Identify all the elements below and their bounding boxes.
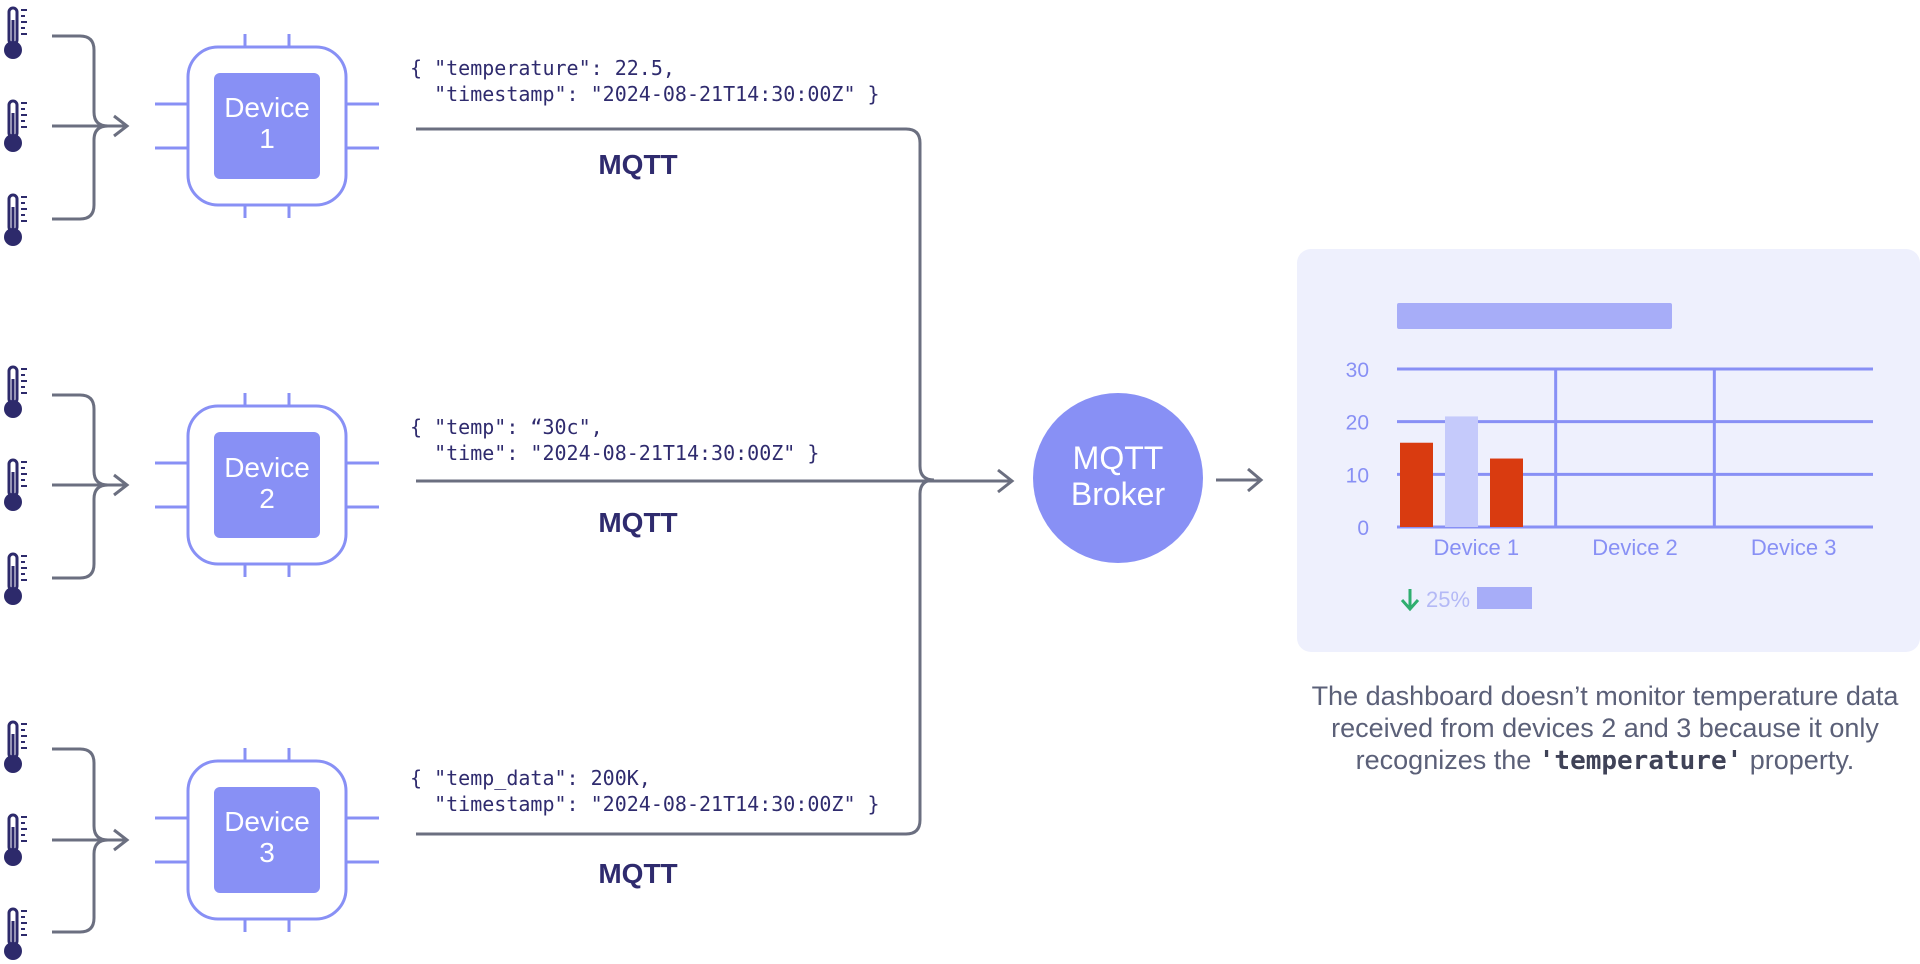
dashboard-background [1297,249,1920,652]
broker-circle [1033,393,1203,563]
device-1-label-line1: Device [224,92,310,123]
y-tick-label: 0 [1357,517,1369,540]
x-category-label: Device 2 [1592,535,1678,560]
sensor-group-1 [2,6,130,248]
device-1-label-line2: 1 [259,123,275,154]
device-3-payload-line2: "timestamp": "2024-08-21T14:30:00Z" } [410,792,880,816]
device-3-group: Device 3 { "temp_data": 200K, "timestamp… [2,720,880,962]
broker-label-line1: MQTT [1073,440,1164,476]
mqtt-connections [416,127,1015,836]
trend-placeholder-bar [1477,587,1532,609]
caption-text-end: property. [1742,745,1855,775]
arrow-right-icon [113,828,130,852]
chart-bar [1445,416,1478,527]
arrow-right-icon [113,114,130,138]
device-1-payload-line1: { "temperature": 22.5, [410,56,675,80]
thermometer-icon [2,813,29,868]
arrow-down-icon [1400,589,1420,612]
y-tick-label: 30 [1346,359,1369,382]
device-2-payload-line1: { "temp": “30c", [410,415,603,439]
thermometer-icon [2,907,29,962]
thermometer-icon [2,99,29,154]
sensor-connector [52,34,126,221]
y-tick-label: 20 [1346,412,1369,435]
sensor-connector [52,393,126,580]
thermometer-icon [2,720,29,775]
device-2-label-line2: 2 [259,483,275,514]
trend-indicator: 25% [1400,587,1532,612]
thermometer-icon [2,458,29,513]
device-2-label-line1: Device [224,452,310,483]
x-category-label: Device 3 [1751,535,1837,560]
device-1-protocol-label: MQTT [598,149,677,180]
trend-value: 25% [1426,587,1470,612]
broker-label-line2: Broker [1071,476,1166,512]
device-2-protocol-label: MQTT [598,507,677,538]
x-category-label: Device 1 [1434,535,1520,560]
device-2-payload-line2: "time": "2024-08-21T14:30:00Z" } [410,441,819,465]
mqtt-line-device-1 [416,127,935,482]
device-1-payload-line2: "timestamp": "2024-08-21T14:30:00Z" } [410,82,880,106]
arrow-right-icon [1216,467,1264,493]
sensor-group-3 [2,720,130,962]
dashboard-title-placeholder [1397,303,1672,329]
chart-bar [1400,442,1433,527]
device-2-group: Device 2 { "temp": “30c", "time": "2024-… [2,365,819,607]
device-3-payload-line1: { "temp_data": 200K, [410,766,651,790]
arrow-right-icon [113,473,130,497]
sensor-connector [52,747,126,934]
caption-text: The dashboard doesn’t monitor temperatur… [1311,681,1899,775]
y-tick-label: 10 [1346,464,1369,487]
mqtt-broker: MQTT Broker [1033,393,1203,563]
sensor-group-2 [2,365,130,607]
thermometer-icon [2,365,29,420]
thermometer-icon [2,6,29,61]
caption-code: 'temperature' [1538,746,1743,776]
thermometer-icon [2,552,29,607]
arrow-right-icon [997,468,1015,494]
dashboard-caption: The dashboard doesn’t monitor temperatur… [1285,680,1920,777]
device-3-label-line1: Device [224,806,310,837]
device-3-label-line2: 3 [259,837,275,868]
device-3-protocol-label: MQTT [598,858,677,889]
chart-bar [1490,458,1523,527]
thermometer-icon [2,193,29,248]
device-1-group: Device 1 { "temperature": 22.5, "timesta… [2,6,880,248]
